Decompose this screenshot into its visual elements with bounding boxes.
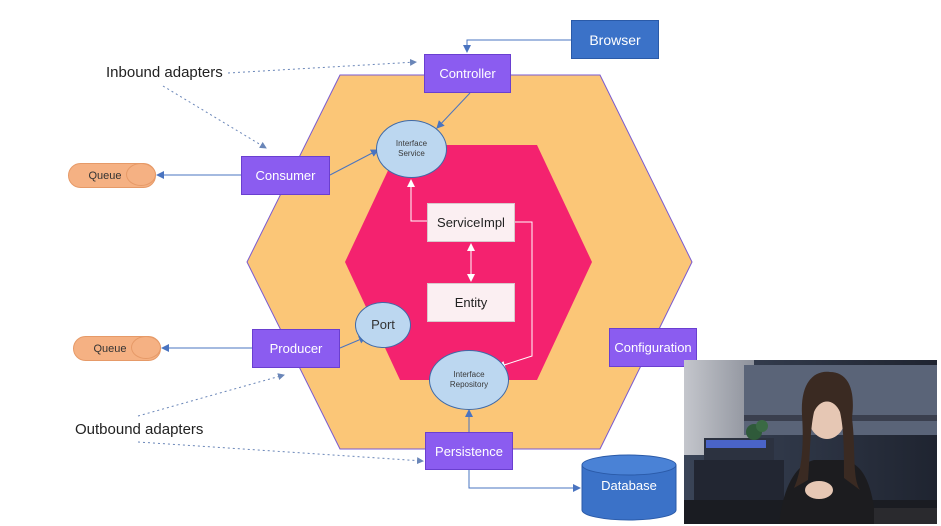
arrow-serviceimpl-interface-service <box>407 179 428 222</box>
configuration-box[interactable]: Configuration <box>609 328 697 367</box>
serviceimpl-box[interactable]: ServiceImpl <box>427 203 515 242</box>
consumer-box[interactable]: Consumer <box>241 156 330 195</box>
presenter-video-overlay <box>684 360 937 524</box>
browser-box[interactable]: Browser <box>571 20 659 59</box>
queue-inbound[interactable]: Queue <box>68 163 156 188</box>
producer-box[interactable]: Producer <box>252 329 340 368</box>
interface-service-line2: Service <box>398 149 425 158</box>
interface-repository-line2: Repository <box>449 380 489 389</box>
queue-outbound[interactable]: Queue <box>73 336 161 361</box>
inbound-adapters-label: Inbound adapters <box>106 64 223 81</box>
controller-box[interactable]: Controller <box>424 54 511 93</box>
queue-cap <box>126 163 156 186</box>
arrow-consumer-interface-service <box>329 149 379 176</box>
arrow-persistence-database <box>468 470 581 492</box>
interface-repository-ellipse[interactable]: Interface Repository <box>429 350 509 410</box>
outbound-leader-producer <box>137 373 285 417</box>
queue-inbound-label: Queue <box>88 169 122 182</box>
interface-service-ellipse[interactable]: Interface Service <box>376 120 447 178</box>
outbound-adapters-label: Outbound adapters <box>75 421 204 438</box>
arrow-controller-interface-service <box>436 92 471 129</box>
port-ellipse[interactable]: Port <box>355 302 411 348</box>
arrow-browser-controller <box>463 39 571 53</box>
inbound-leader-consumer <box>162 85 267 149</box>
database-label: Database <box>601 478 657 493</box>
interface-service-line1: Interface <box>395 139 428 148</box>
entity-box[interactable]: Entity <box>427 283 515 322</box>
interface-repository-line1: Interface <box>453 370 485 379</box>
persistence-box[interactable]: Persistence <box>425 432 513 470</box>
queue-cap <box>131 336 161 359</box>
arrow-serviceimpl-interface-repository <box>497 221 533 369</box>
inbound-leader-controller <box>227 58 417 74</box>
database-cylinder[interactable] <box>581 454 677 521</box>
queue-outbound-label: Queue <box>93 342 127 355</box>
presenter-video-image <box>684 360 937 524</box>
